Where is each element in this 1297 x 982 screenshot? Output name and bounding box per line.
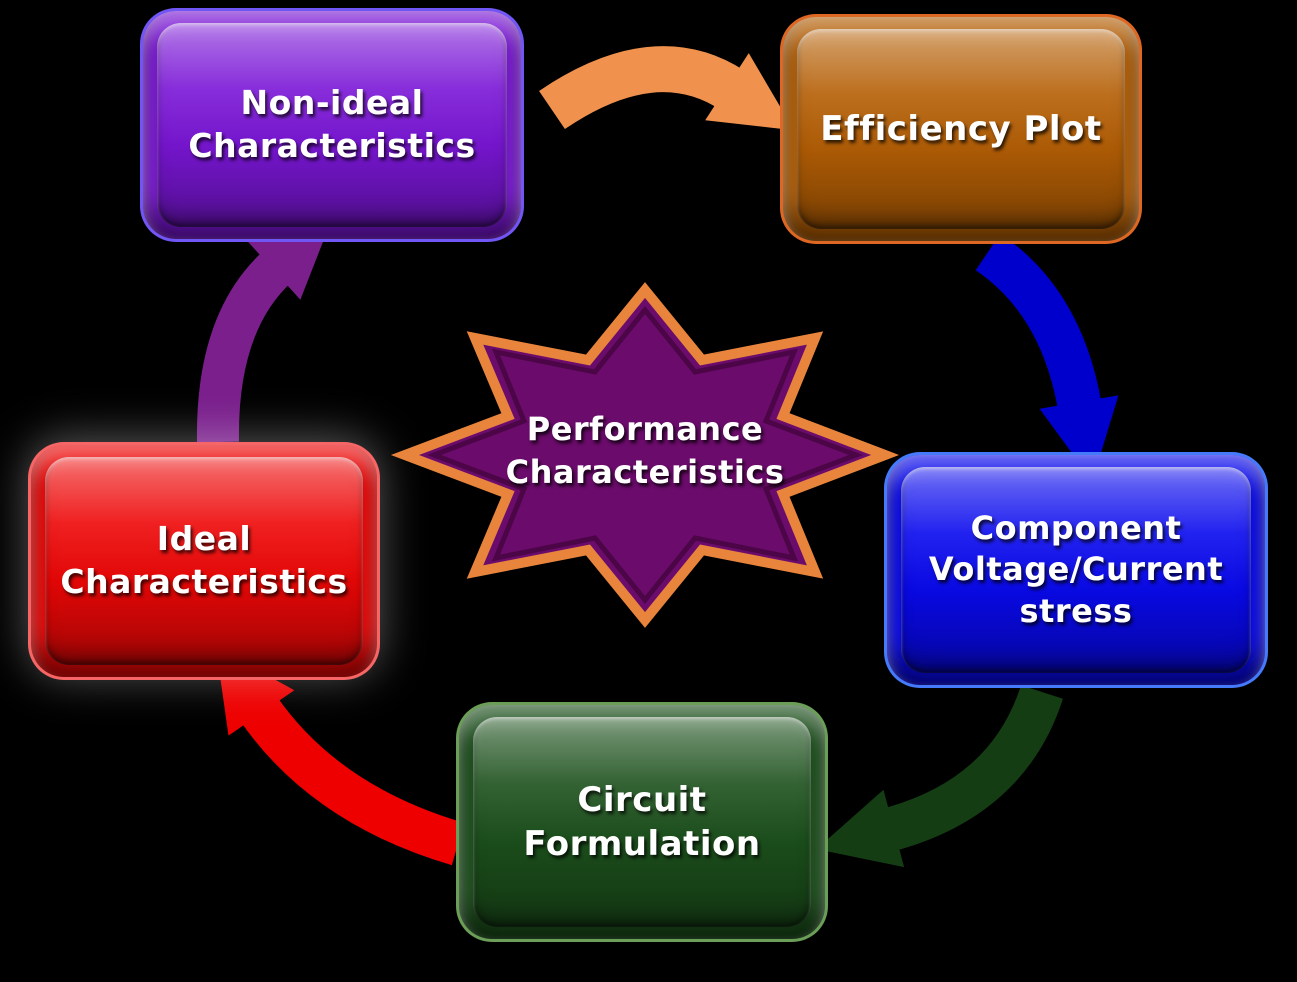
node-circuit-formulation: Circuit Formulation bbox=[456, 702, 828, 942]
node-label-component-stress: Component Voltage/Current stress bbox=[928, 508, 1224, 630]
node-efficiency-plot: Efficiency Plot bbox=[780, 14, 1142, 244]
node-label-non-ideal: Non-ideal Characteristics bbox=[188, 83, 476, 165]
arrow-component-to-circuit bbox=[816, 684, 1063, 868]
node-ideal-characteristics: Ideal Characteristics bbox=[28, 442, 380, 680]
node-label-ideal: Ideal Characteristics bbox=[60, 519, 348, 601]
arrow-circuit-to-ideal bbox=[215, 647, 465, 866]
node-non-ideal-characteristics: Non-ideal Characteristics bbox=[140, 8, 524, 242]
node-label-efficiency-plot: Efficiency Plot bbox=[820, 108, 1102, 149]
arrow-efficiency-to-component bbox=[975, 233, 1119, 481]
arrow-ideal-to-nonideal bbox=[196, 216, 333, 443]
node-component-voltage-current-stress: Component Voltage/Current stress bbox=[884, 452, 1268, 688]
center-star-label: Performance Characteristics bbox=[505, 410, 785, 492]
node-label-circuit-formulation: Circuit Formulation bbox=[523, 779, 761, 864]
arrow-nonideal-to-efficiency bbox=[539, 46, 795, 131]
